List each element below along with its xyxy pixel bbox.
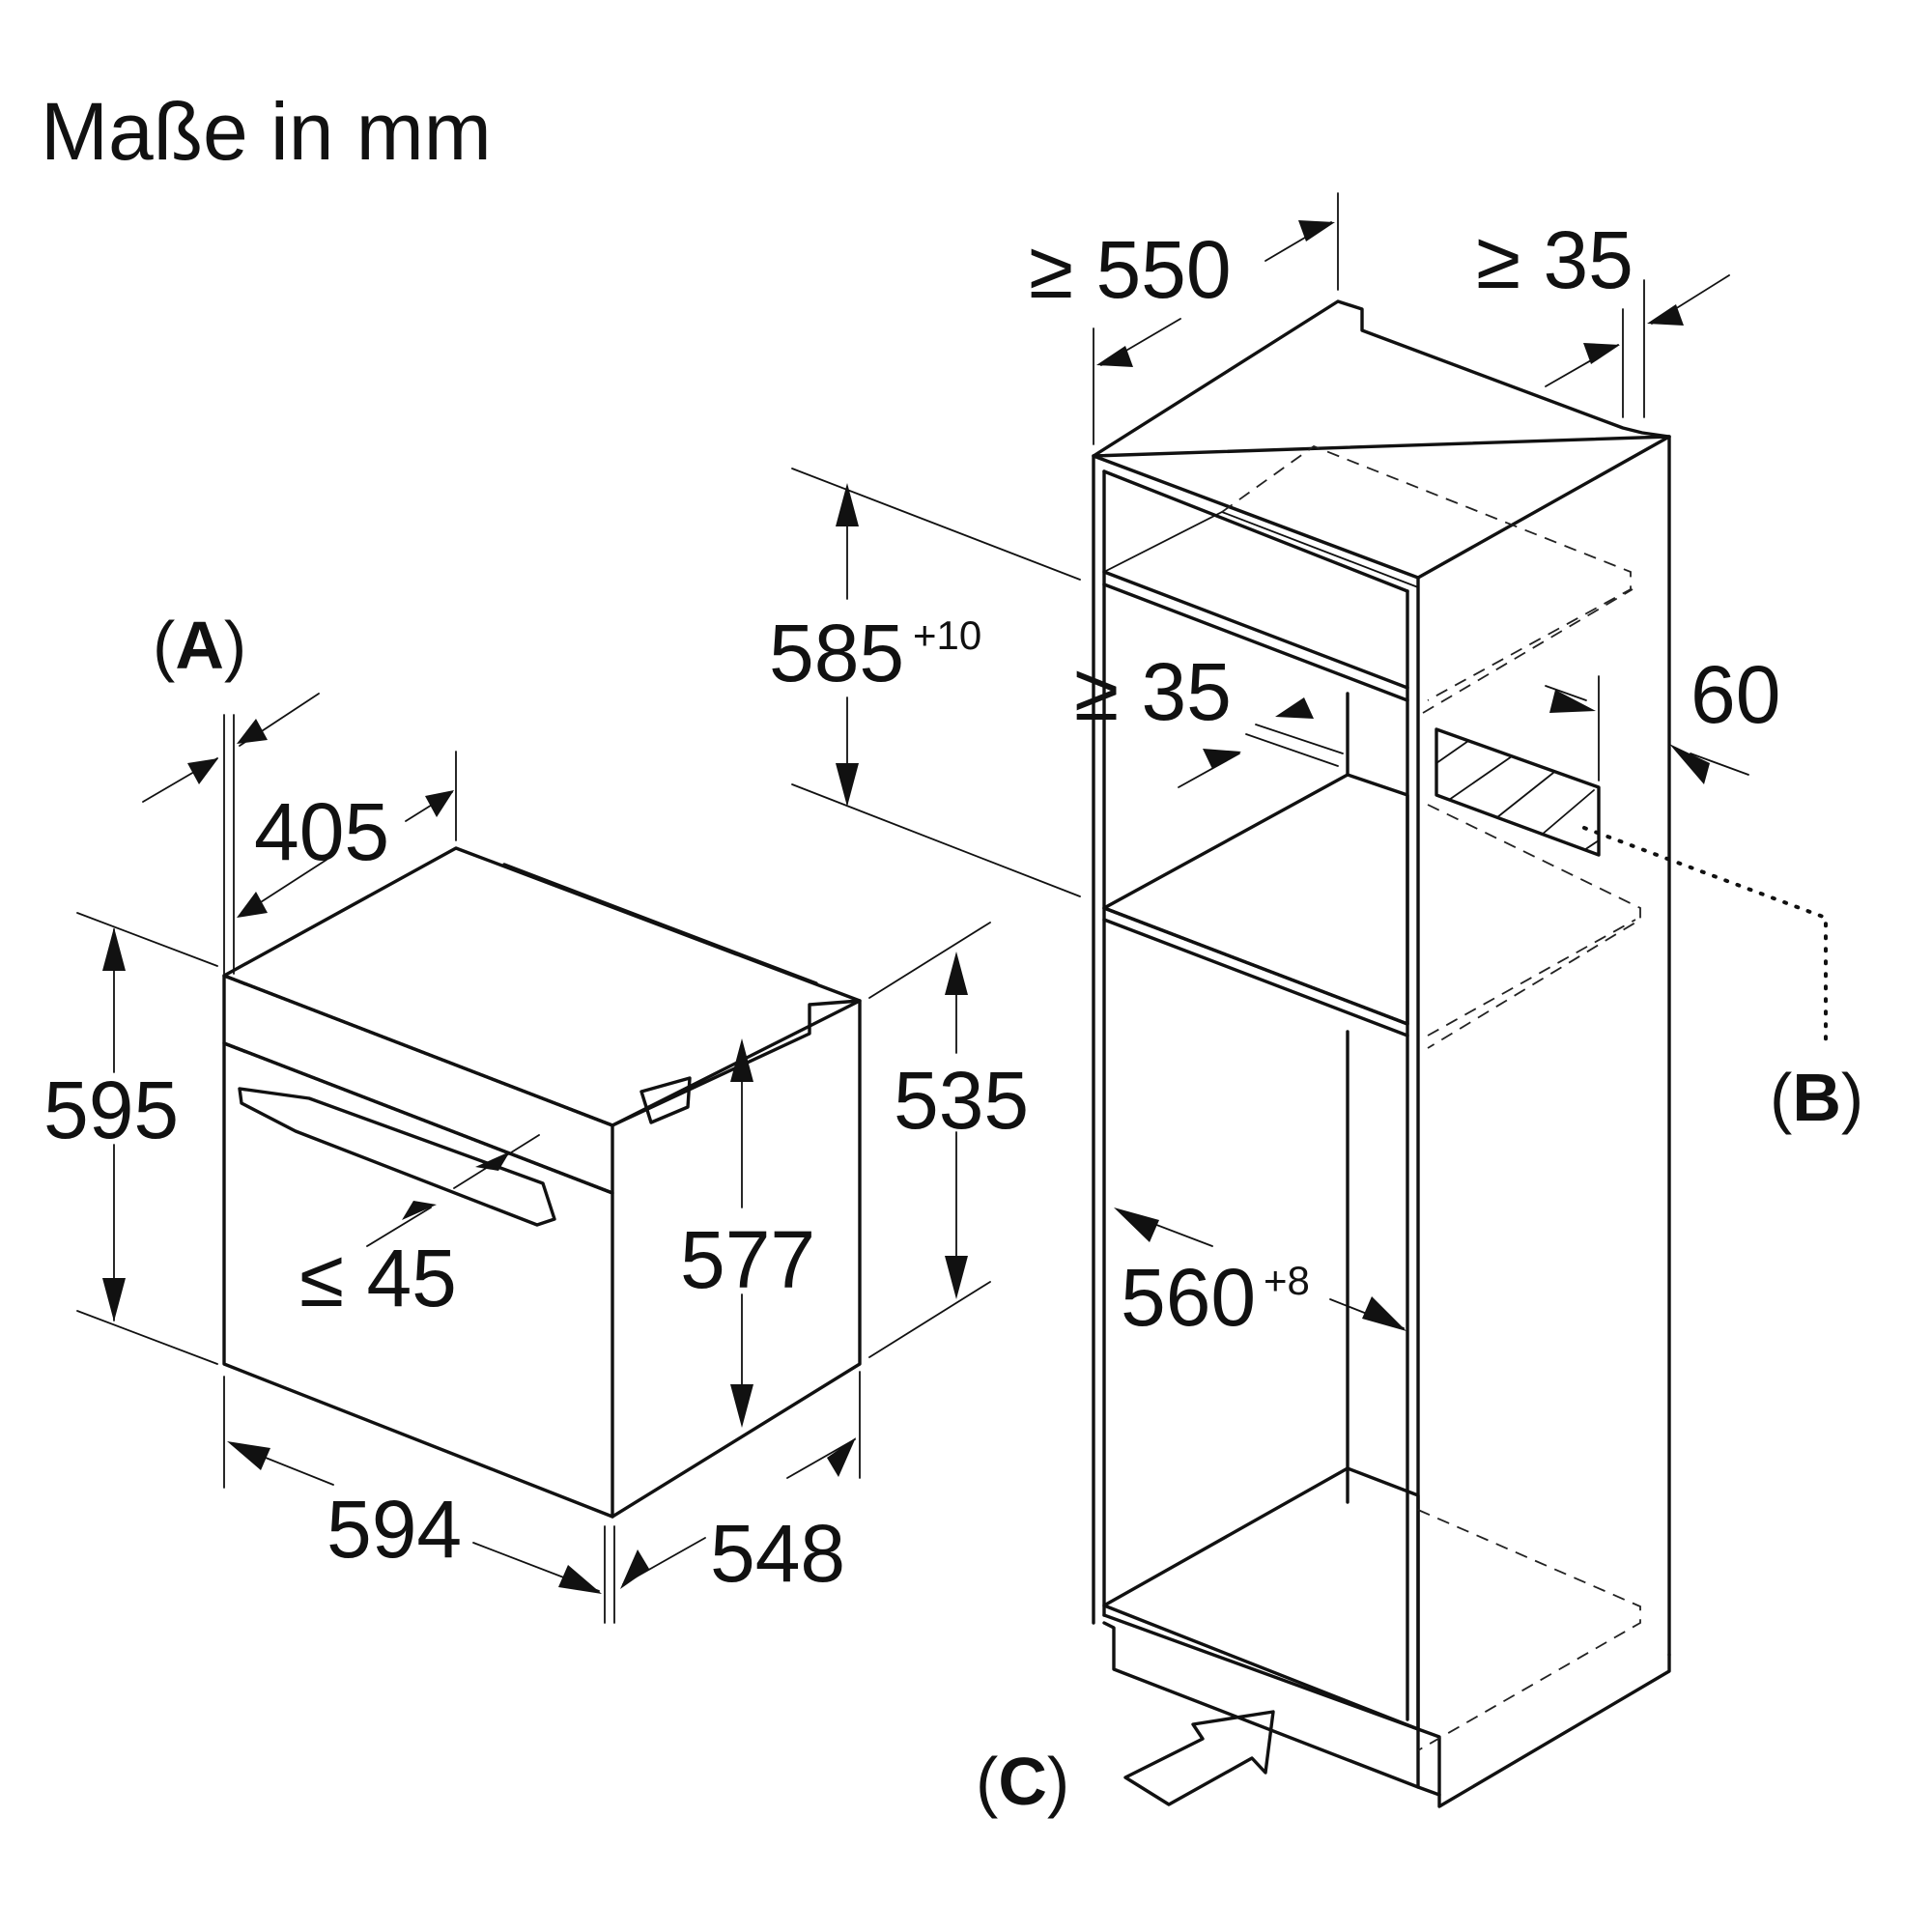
callout-b: (B): [1770, 1060, 1863, 1135]
opening-width-label: 560: [1121, 1252, 1256, 1343]
opening-width-tolerance: +8: [1264, 1258, 1310, 1303]
cabinet-drawing: [1092, 299, 1671, 1808]
cabinet-dimension-lines: [791, 192, 1749, 1329]
handle-gap-label: ≤ 45: [299, 1233, 457, 1323]
cabinet-rear-gap-label: ≥ 35: [1476, 214, 1634, 305]
callout-c: (C): [976, 1744, 1069, 1819]
oven-inner-height-label: 577: [680, 1214, 815, 1305]
vent-height-label: 60: [1690, 649, 1780, 740]
oven-arrowheads: [102, 719, 968, 1594]
oven-dimension-lines: [76, 693, 991, 1624]
oven-front-depth-label: 405: [254, 786, 389, 877]
oven-body-height-label: 535: [894, 1055, 1029, 1146]
oven-width-label: 594: [327, 1484, 462, 1575]
vent-leader-line: [1582, 826, 1828, 1045]
cabinet-hidden-lines: [1221, 444, 1641, 1751]
page-title: Maße in mm: [41, 86, 492, 177]
oven-height-label: 595: [43, 1065, 179, 1155]
cabinet-side-gap-label: ≥ 35: [1074, 646, 1232, 737]
opening-height-tolerance: +10: [913, 612, 981, 658]
opening-height-label: 585: [769, 608, 904, 698]
oven-depth-label: 548: [710, 1508, 845, 1599]
cabinet-arrowheads: [836, 220, 1710, 1331]
callout-a: (A): [153, 608, 246, 683]
airflow-arrow-icon: [1123, 1710, 1275, 1806]
oven-drawing: [222, 846, 862, 1519]
cabinet-min-depth-label: ≥ 550: [1029, 224, 1232, 315]
